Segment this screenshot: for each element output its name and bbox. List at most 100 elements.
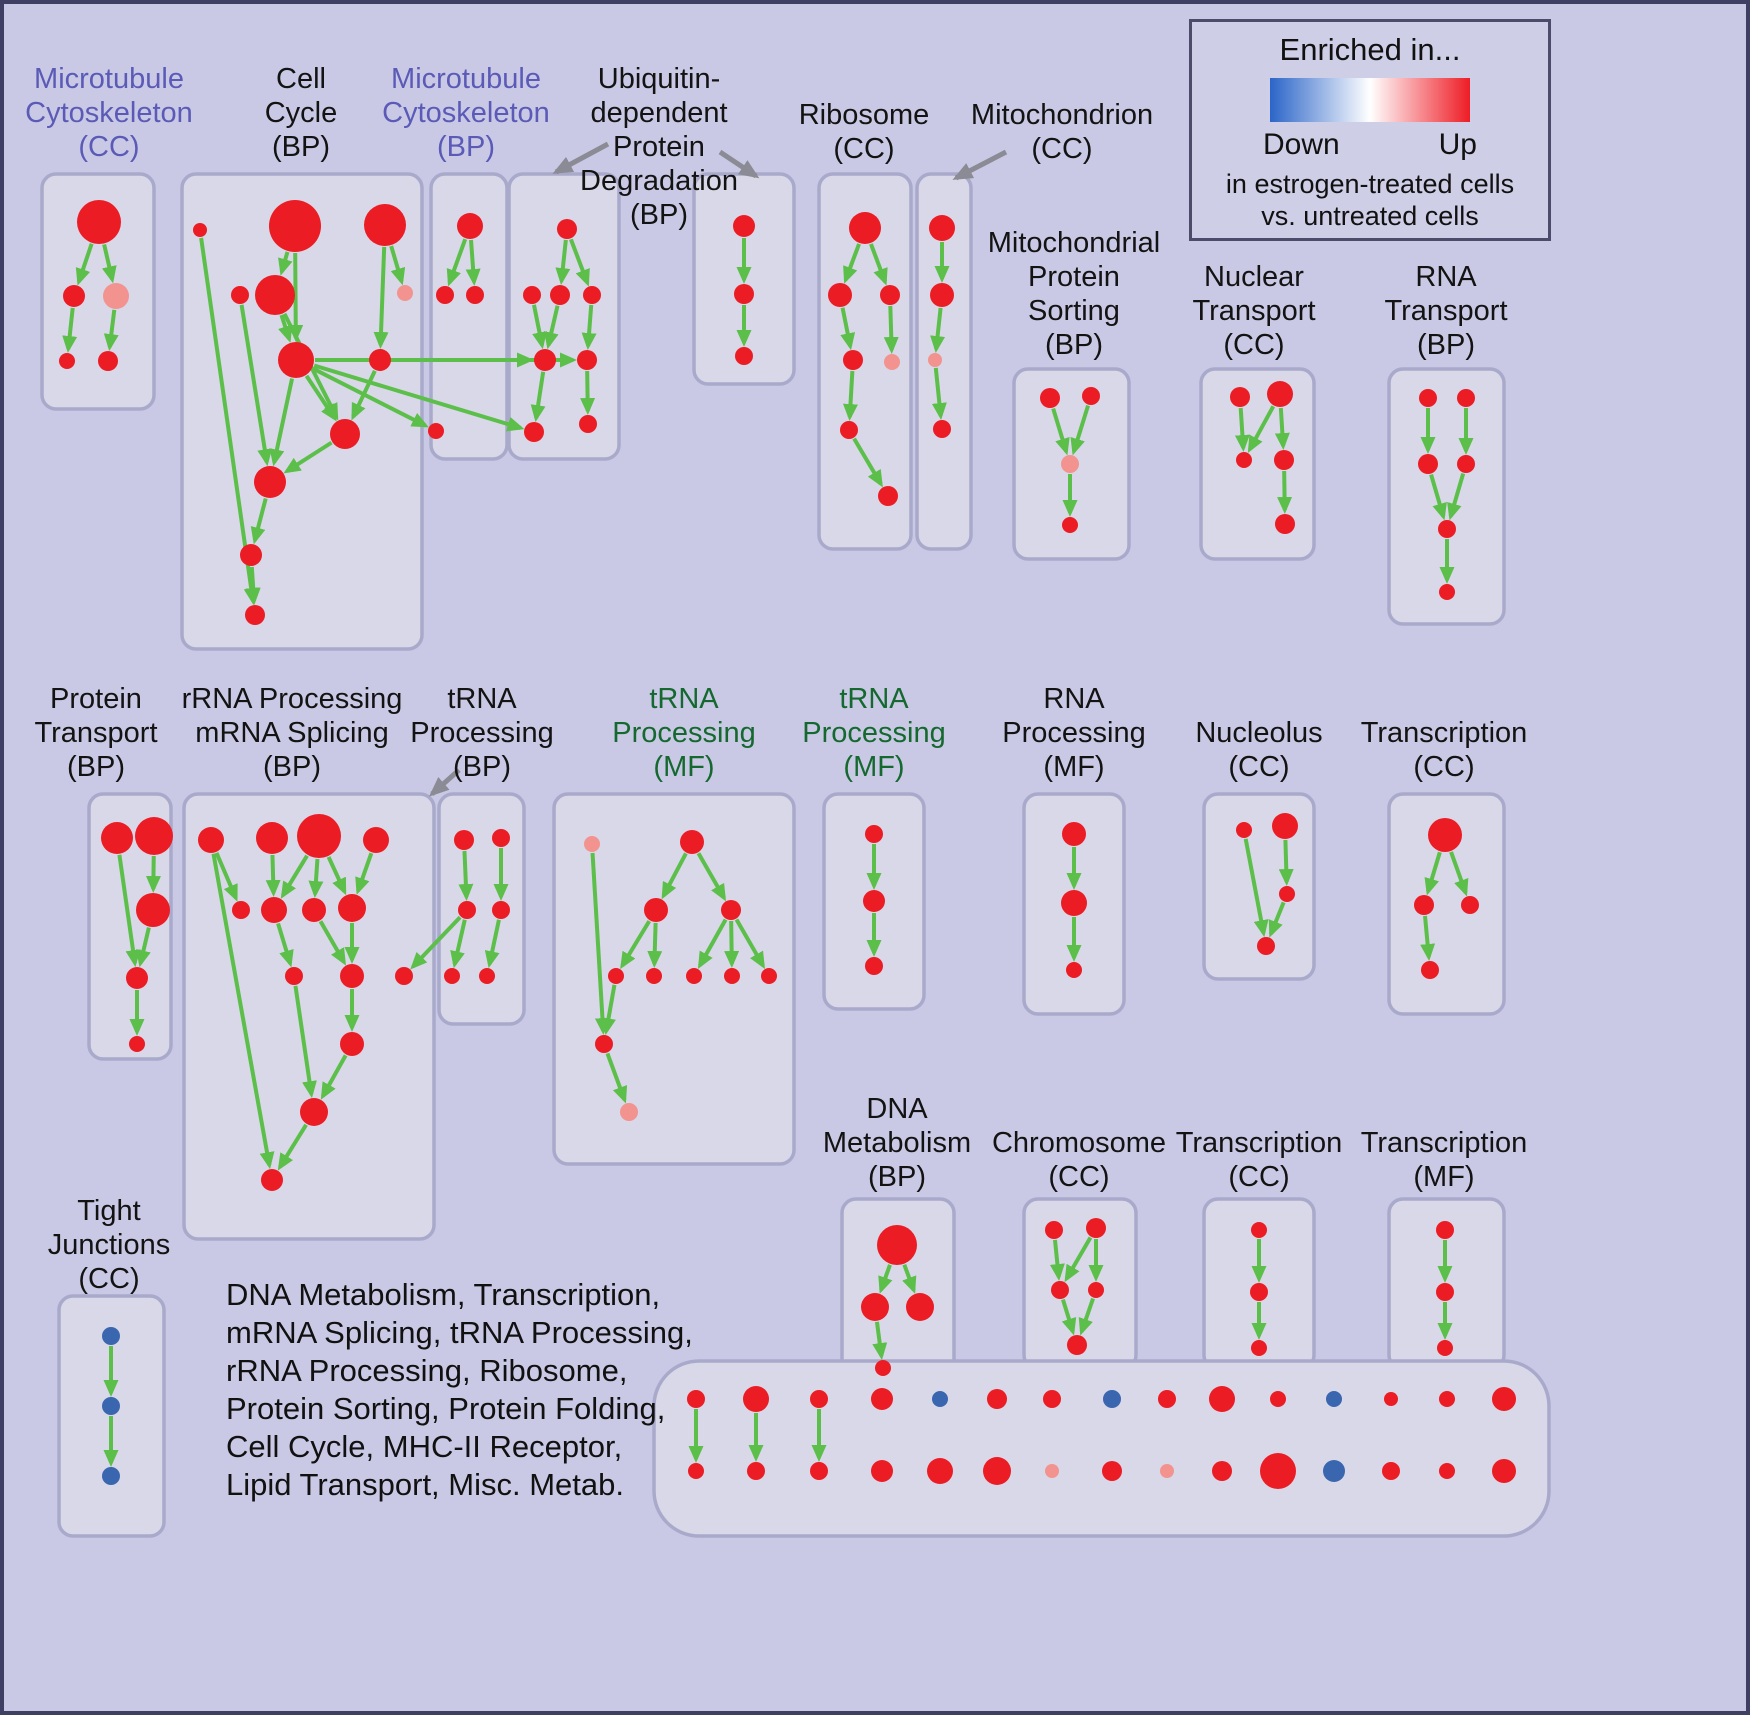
go-term-node <box>523 286 541 304</box>
go-term-node <box>1082 387 1100 405</box>
go-term-node <box>1274 450 1294 470</box>
relation-edge <box>101 243 117 284</box>
group-box <box>1387 792 1506 1016</box>
go-term-node <box>724 968 740 984</box>
go-term-node <box>1230 387 1250 407</box>
relation-edge <box>410 915 462 970</box>
relation-edge <box>269 378 294 467</box>
go-term-node <box>877 1225 917 1265</box>
legend-gradient-bar <box>1270 78 1470 122</box>
relation-edge <box>308 858 324 899</box>
relation-edge <box>532 304 547 350</box>
go-term-node <box>524 422 544 442</box>
go-term-node <box>126 967 148 989</box>
go-term-node <box>1051 1281 1069 1299</box>
relation-edge <box>1061 1298 1077 1336</box>
relation-edge <box>724 920 740 969</box>
relation-edge <box>312 366 429 428</box>
label-pointer-arrow <box>429 768 461 797</box>
go-term-node <box>1439 584 1455 600</box>
go-term-node <box>129 1036 145 1052</box>
go-term-node <box>1066 962 1082 978</box>
relation-edge <box>843 243 861 284</box>
relation-edge <box>355 852 374 895</box>
go-term-node <box>369 349 391 371</box>
go-term-node <box>1251 1340 1267 1356</box>
relation-edge <box>1429 473 1447 521</box>
go-term-node <box>98 351 118 371</box>
relation-edge <box>484 919 501 969</box>
group-box <box>507 172 621 461</box>
relation-edge <box>450 919 467 969</box>
go-term-node <box>584 836 600 852</box>
relation-edge <box>136 927 151 968</box>
relation-edge <box>283 440 333 474</box>
go-term-node <box>1457 455 1475 473</box>
group-box <box>652 1359 1551 1538</box>
relation-edge <box>288 252 304 343</box>
go-term-node <box>1421 961 1439 979</box>
relation-edge <box>446 238 468 287</box>
legend-subtitle: in estrogen-treated cells vs. untreated … <box>1192 168 1548 232</box>
relation-edge <box>605 1052 628 1104</box>
relation-edge <box>852 437 883 488</box>
go-term-node <box>444 968 460 984</box>
relation-edge <box>277 1123 308 1171</box>
go-term-node <box>457 213 483 239</box>
legend-down-label: Down <box>1263 128 1340 161</box>
label-pointer-arrow <box>718 149 760 179</box>
go-term-node <box>1236 822 1252 838</box>
go-term-node <box>579 415 597 433</box>
go-term-node <box>583 286 601 304</box>
relation-edge <box>647 922 663 969</box>
go-term-node <box>240 544 262 566</box>
go-term-node <box>261 1169 283 1191</box>
go-term-node <box>1260 1453 1296 1489</box>
go-term-node <box>620 1103 638 1121</box>
go-term-node <box>1088 1282 1104 1298</box>
relation-edge <box>661 852 688 900</box>
relation-edge <box>318 920 347 966</box>
go-term-node <box>1419 389 1437 407</box>
relation-edge <box>117 854 141 968</box>
go-term-node <box>1457 389 1475 407</box>
go-term-node <box>646 968 662 984</box>
go-term-node <box>330 419 360 449</box>
go-term-node <box>297 814 341 858</box>
go-term-node <box>198 827 224 853</box>
relation-edge <box>930 307 946 354</box>
go-term-node <box>302 898 326 922</box>
go-term-node <box>1418 454 1438 474</box>
go-term-node <box>395 967 413 985</box>
go-term-node <box>880 285 900 305</box>
relation-edge <box>1424 851 1442 896</box>
go-term-node <box>1160 1464 1174 1478</box>
relation-edge <box>842 370 858 422</box>
go-term-node <box>103 283 129 309</box>
go-term-node <box>436 286 454 304</box>
relation-edge <box>313 363 525 432</box>
go-term-node <box>1267 381 1293 407</box>
go-term-node <box>479 968 495 984</box>
go-term-node <box>929 215 955 241</box>
go-term-node <box>256 822 288 854</box>
relation-edge <box>1243 838 1269 938</box>
go-term-node <box>363 827 389 853</box>
relation-edge <box>555 239 571 286</box>
go-term-node <box>1461 896 1479 914</box>
go-term-node <box>1061 455 1079 473</box>
relation-edge <box>543 305 560 350</box>
go-term-node <box>364 204 406 246</box>
go-term-node <box>735 347 753 365</box>
relation-edge <box>696 852 727 902</box>
go-term-node <box>871 1460 893 1482</box>
relation-edge <box>250 497 268 545</box>
go-term-node <box>101 822 133 854</box>
go-term-node <box>1437 1340 1453 1356</box>
relation-edge <box>1274 407 1290 451</box>
go-term-node <box>1062 517 1078 533</box>
go-term-node <box>933 420 951 438</box>
go-term-node <box>1062 822 1086 846</box>
go-term-node <box>865 825 883 843</box>
relation-edge <box>214 852 238 902</box>
